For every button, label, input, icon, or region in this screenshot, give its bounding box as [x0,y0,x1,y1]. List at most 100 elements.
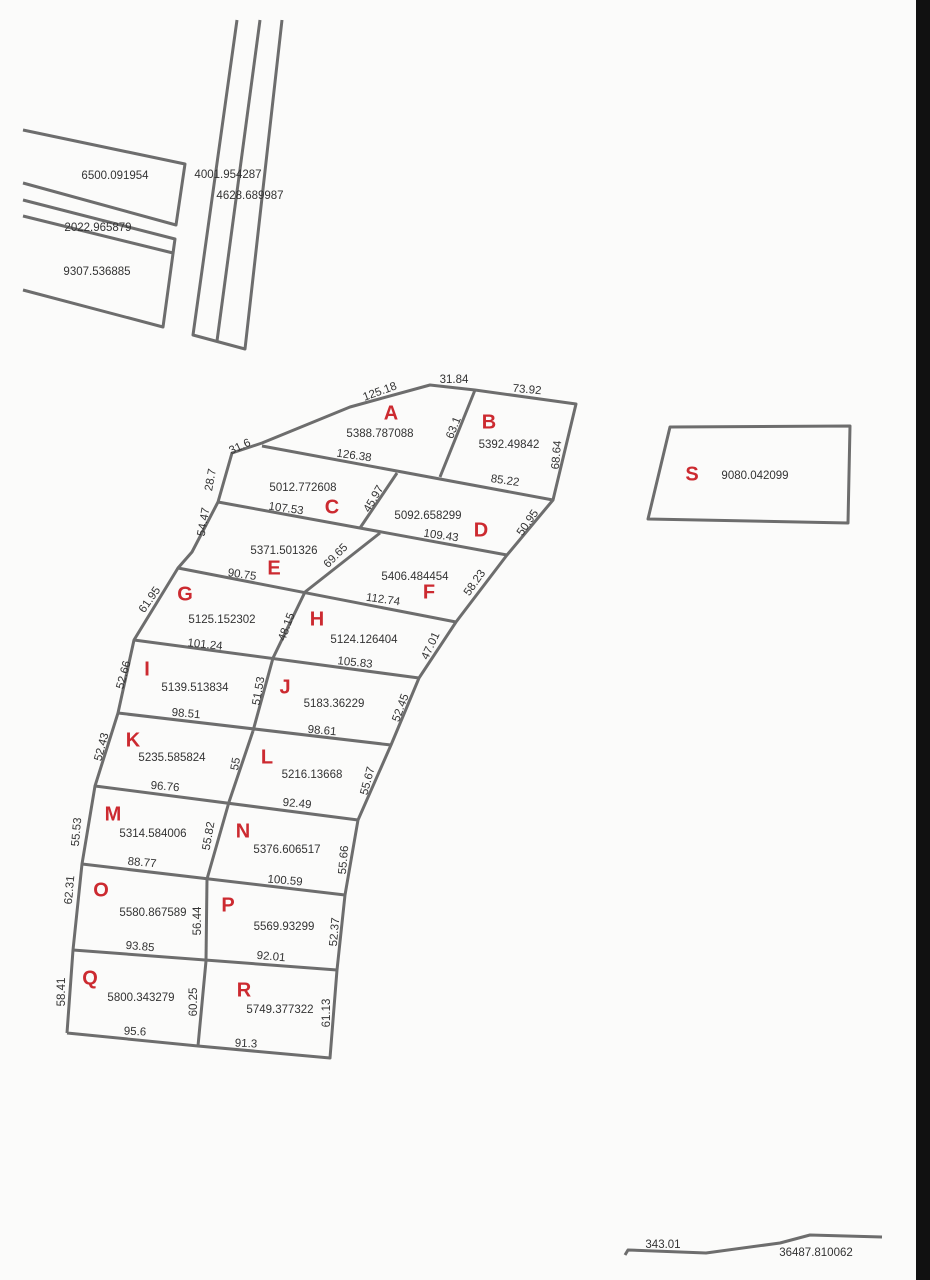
bottom-area: 36487.810062 [779,1247,853,1259]
divider [205,801,231,880]
parcel-letter: A [384,402,398,424]
edge-length: 100.59 [267,874,303,889]
parcel-top-3-outline [22,214,177,329]
road-strip-outline [191,19,284,351]
parcel-area: 5314.584006 [119,828,186,840]
parcel-letter: R [237,979,252,1001]
parcel-letter: N [236,820,250,842]
edge-length: 28.7 [203,468,219,492]
edge-length: 91.3 [235,1037,258,1050]
area-text: 4628.689987 [216,190,283,202]
parcel-letter: H [310,608,324,630]
parcel-letter: B [482,411,496,433]
parcel-letter: P [221,894,234,916]
edge-length: 45.97 [362,484,387,515]
edge-length: 88.77 [127,856,157,870]
edge-length: 95.6 [124,1025,147,1038]
edge-length: 55.66 [337,845,351,875]
parcel-area: 9080.042099 [721,470,788,482]
edge-length: 60.25 [188,988,200,1017]
parcel-letter: O [93,879,109,901]
parcel-area: 5371.501326 [250,545,317,557]
divider [271,591,307,659]
edge-length: 31.6 [227,437,252,457]
parcel-top-2-outline [22,198,176,241]
parcel-top-1-outline [22,128,187,227]
edge-length: 85.22 [490,473,520,489]
edge-length: 56.44 [192,906,204,935]
divider [261,444,554,502]
parcel-area: 5139.513834 [161,682,229,694]
parcel-letter: M [105,803,122,825]
edge-length: 55.53 [70,817,84,847]
parcel-area: 5392.49842 [479,439,540,451]
parcel-area: 5235.585824 [138,752,206,764]
parcel-letter: S [685,463,698,485]
edge-length: 61.13 [321,999,333,1028]
divider [81,862,346,897]
parcel-area: 5580.867589 [119,907,186,919]
parcel-letter: K [126,729,141,751]
area-text: 4001.954287 [194,169,261,181]
parcel-labels: A 5388.787088 B 5392.49842 C 5012.772608… [82,402,788,1016]
edge-length: 54.47 [196,507,213,537]
edge-lengths: 125.18 31.84 73.92 31.6 126.38 63.1 68.6… [56,374,564,1051]
parcel-area: 5406.484454 [381,571,449,583]
edge-length: 55.82 [201,821,218,851]
edge-length: 48.15 [276,611,297,642]
area-text: 9307.536885 [63,266,130,278]
edge-length: 31.84 [440,374,469,386]
parcel-letter: L [261,746,273,768]
parcel-area: 5569.93299 [254,921,315,933]
parcel-area: 5125.152302 [188,614,255,626]
parcel-area: 5124.126404 [330,634,398,646]
edge-length: 52.45 [390,692,411,723]
edge-length: 68.64 [550,440,565,470]
road-divider [215,19,262,342]
divider [251,657,275,732]
parcel-area: 5092.658299 [394,510,461,522]
edge-length: 98.51 [171,707,201,721]
parcel-letter: J [279,676,290,698]
divider [304,531,381,594]
parcel-letter: Q [82,967,98,989]
divider [94,784,359,822]
bottom-boundary-line [623,1233,883,1256]
parcel-area: 5183.36229 [304,698,365,710]
parcel-area: 5216.13668 [282,769,343,781]
edge-length: 107.53 [268,501,305,518]
parcel-letter: C [325,496,339,518]
edge-length: 50.95 [515,508,541,538]
parcel-area: 5388.787088 [346,428,413,440]
edge-length: 73.92 [512,383,542,397]
top-parcel-areas: 6500.091954 4001.954287 4628.689987 2022… [63,169,283,278]
parcel-letter: D [474,519,488,541]
edge-length: 112.74 [365,592,401,609]
edge-length: 93.85 [125,940,155,954]
parcel-area: 5012.772608 [269,482,336,494]
main-block-outline [65,383,578,1060]
edge-length: 98.61 [307,724,337,738]
edge-length: 101.24 [187,637,224,653]
parcel-area: 5749.377322 [246,1004,313,1016]
edge-length: 92.49 [282,797,312,811]
parcel-letter: I [144,658,150,680]
edge-length: 92.01 [256,950,286,964]
edge-length: 96.76 [150,780,180,794]
bottom-length: 343.01 [645,1239,680,1251]
edge-length: 62.31 [63,875,77,905]
edge-length: 105.83 [337,655,373,671]
area-text: 2022.965879 [64,222,131,234]
parcel-area: 5800.343279 [107,992,174,1004]
parcel-area: 5376.606517 [253,844,320,856]
divider [177,566,457,624]
divider [196,960,208,1047]
boundary-lines [22,19,883,1256]
edge-length: 51.53 [251,676,268,706]
area-text: 6500.091954 [81,170,149,182]
divider [133,638,420,680]
edge-length: 109.43 [423,528,460,545]
edge-length: 58.41 [56,978,68,1007]
divider [217,500,508,557]
